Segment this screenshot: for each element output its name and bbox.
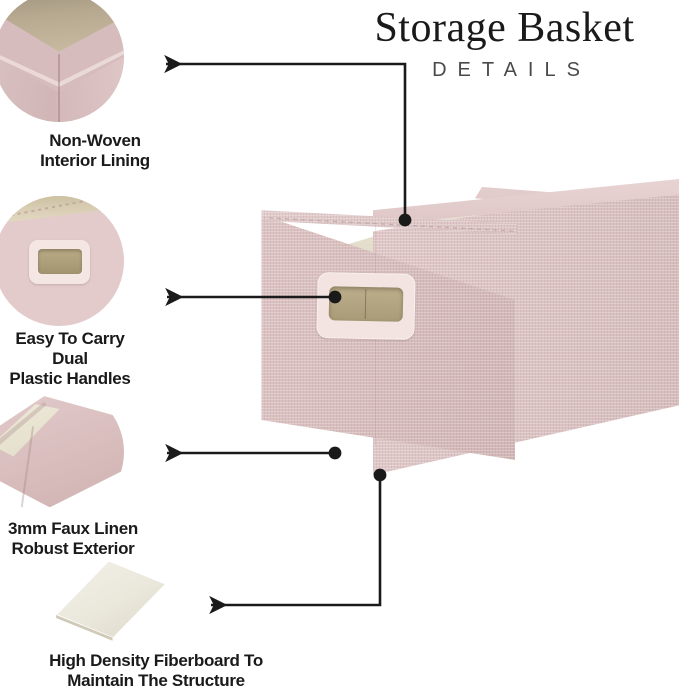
feature-label-faux-linen-exterior: 3mm Faux Linen Robust Exterior [8,519,138,558]
feature-thumbnail-non-woven-interior-lining [0,0,124,122]
header: Storage Basket DETAILS [330,0,679,82]
feature-label-plastic-handles: Easy To Carry Dual Plastic Handles [9,329,131,388]
feature-thumbnail-faux-linen-exterior [0,386,124,518]
feature-label-fiberboard: High Density Fiberboard To Maintain The … [49,651,263,690]
callout-line-fiberboard [209,468,387,615]
feature-thumbnail-fiberboard-panel [50,558,172,646]
page-subtitle: DETAILS [432,59,591,81]
basket-handle-opening [328,286,404,322]
page-title: Storage Basket [374,5,635,51]
feature-thumbnail-plastic-handles [0,196,124,326]
feature-label-non-woven-interior-lining: Non-Woven Interior Lining [40,131,150,170]
product-image-storage-basket [255,165,679,485]
